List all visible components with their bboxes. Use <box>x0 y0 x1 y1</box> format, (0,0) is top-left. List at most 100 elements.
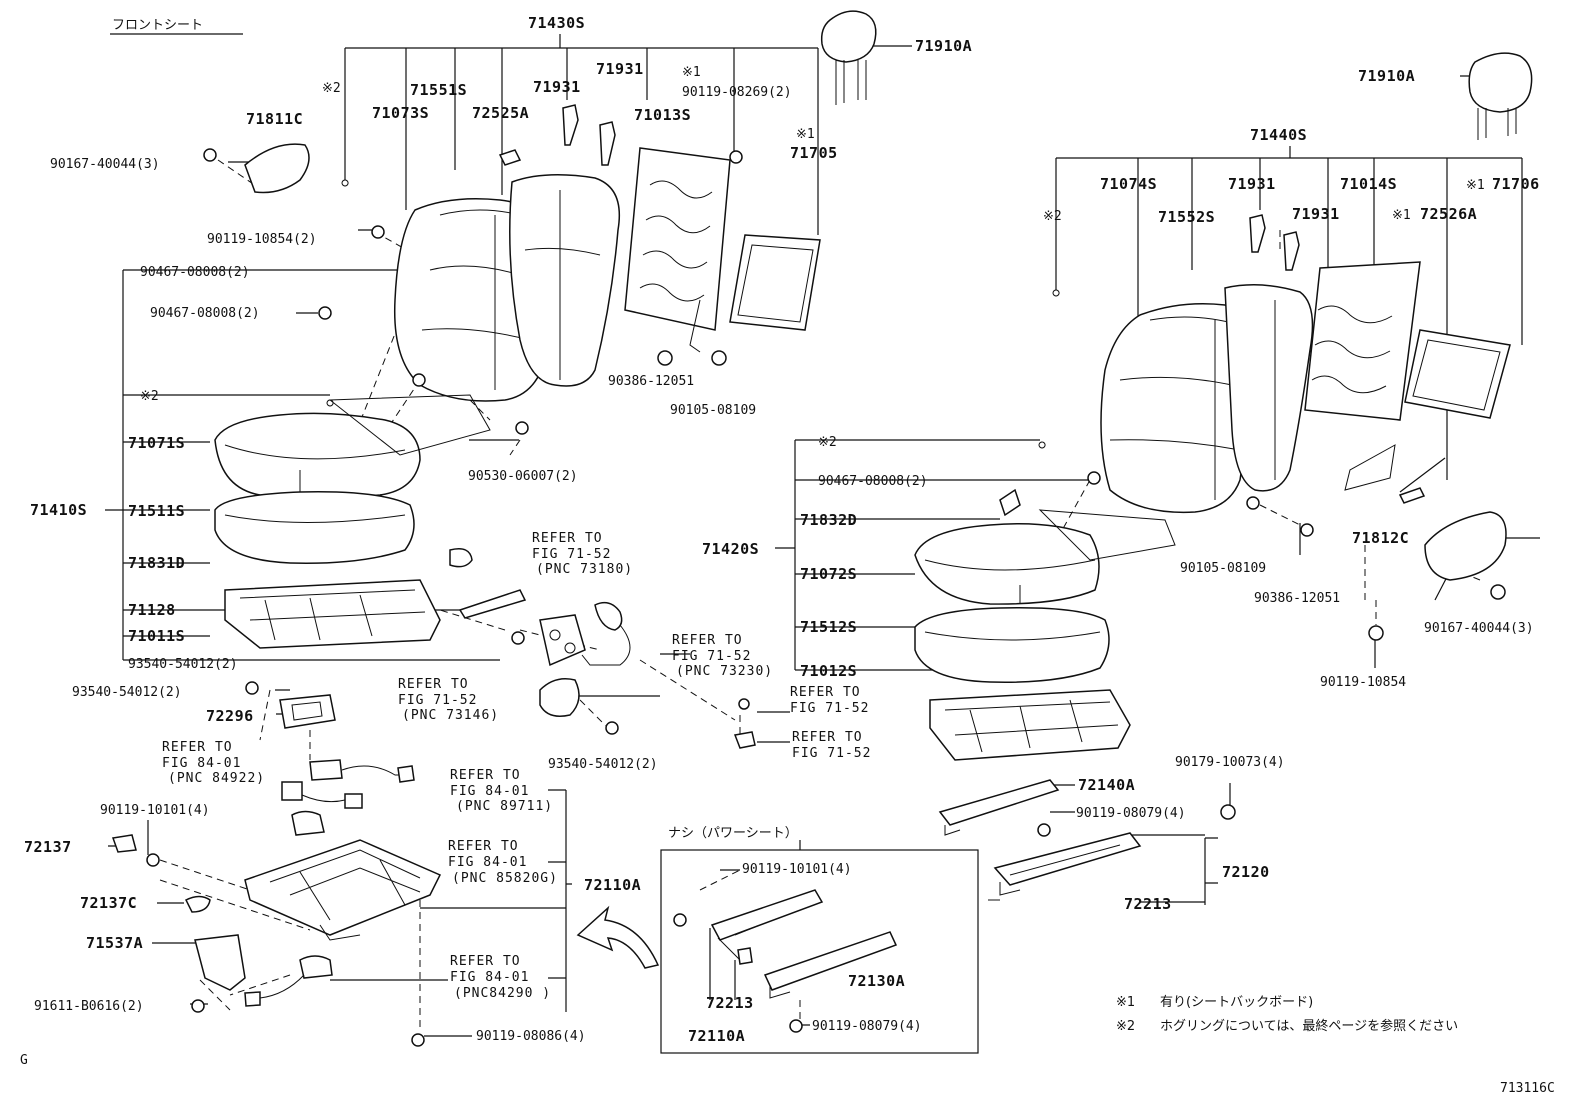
inset-tracks <box>710 889 898 999</box>
label-90179-10073: 90179-10073(4) <box>1175 755 1285 770</box>
seatback-frame-left <box>624 147 731 353</box>
svg-text:REFER TO: REFER TO <box>792 730 863 745</box>
label-90119-08079: 90119-08079(4) <box>1076 806 1186 821</box>
side-shield-left <box>244 143 310 194</box>
label-72140A: 72140A <box>1078 776 1135 794</box>
label-71073S: 71073S <box>372 104 429 122</box>
label-71811C: 71811C <box>246 110 303 128</box>
note-mark: ※2 <box>140 389 159 404</box>
label-90167-40044: 90167-40044(3) <box>1424 621 1534 636</box>
label-93540-54012: 93540-54012(2) <box>128 657 238 672</box>
svg-text:REFER TO: REFER TO <box>448 839 519 854</box>
recliner-mechanism <box>539 601 756 749</box>
label-93540-54012: 93540-54012(2) <box>548 757 658 772</box>
label-90467-08008: 90467-08008(2) <box>818 474 928 489</box>
headrest-left <box>820 10 877 105</box>
svg-text:REFER TO: REFER TO <box>532 531 603 546</box>
note-mark: ※1 <box>1466 178 1485 193</box>
label-71551S: 71551S <box>410 81 467 99</box>
note-mark: ※1 <box>796 127 815 142</box>
label-90119-10854: 90119-10854(2) <box>207 232 317 247</box>
seatback-right <box>1100 284 1314 514</box>
label-90119-08079: 90119-08079(4) <box>812 1019 922 1034</box>
label-72525A: 72525A <box>472 104 529 122</box>
svg-text:FIG 84-01: FIG 84-01 <box>448 855 527 870</box>
seatback-board-left <box>729 234 821 331</box>
label-71706: 71706 <box>1492 175 1540 193</box>
label-93540-54012: 93540-54012(2) <box>72 685 182 700</box>
svg-text:(PNC 73146): (PNC 73146) <box>402 708 499 723</box>
label-90105-08109: 90105-08109 <box>1180 561 1266 576</box>
svg-text:REFER TO: REFER TO <box>162 740 233 755</box>
svg-text:FIG 71-52: FIG 71-52 <box>532 547 611 562</box>
label-71812C: 71812C <box>1352 529 1409 547</box>
label-72130A: 72130A <box>848 972 905 990</box>
label-71410S: 71410S <box>30 501 87 519</box>
label-90119-10101: 90119-10101(4) <box>742 862 852 877</box>
label-90105-08109: 90105-08109 <box>670 403 756 418</box>
svg-text:※2: ※2 <box>1116 1019 1135 1034</box>
label-72110A: 72110A <box>688 1027 745 1045</box>
label-71931: 71931 <box>1292 205 1340 223</box>
label-71832D: 71832D <box>800 511 857 529</box>
note-mark: ※1 <box>1392 208 1411 223</box>
label-71910A-left: 71910A <box>915 37 972 55</box>
label-91611-B0616: 91611-B0616(2) <box>34 999 144 1014</box>
svg-text:REFER TO: REFER TO <box>450 954 521 969</box>
svg-text:(PNC 85820G): (PNC 85820G) <box>452 871 558 886</box>
label-72213: 72213 <box>1124 895 1172 913</box>
label-71420S: 71420S <box>702 540 759 558</box>
svg-text:FIG 71-52: FIG 71-52 <box>790 701 869 716</box>
label-71128: 71128 <box>128 601 176 619</box>
svg-text:(PNC 73230): (PNC 73230) <box>676 664 773 679</box>
legend: ※1 有り(シートバックボード) ※2 ホグリングについては、最終ページを参照く… <box>1116 995 1458 1034</box>
box-title: ナシ（パワーシート） <box>668 826 798 841</box>
part-shapes <box>111 10 1533 1054</box>
diagram-title: フロントシート <box>112 18 203 33</box>
label-71931: 71931 <box>596 60 644 78</box>
label-71013S: 71013S <box>634 106 691 124</box>
ref-6: REFER TO FIG 84-01 (PNC 84922) <box>162 740 264 786</box>
label-72213: 72213 <box>706 994 754 1012</box>
svg-text:REFER TO: REFER TO <box>398 677 469 692</box>
label-72120: 72120 <box>1222 863 1270 881</box>
label-90467-08008: 90467-08008(2) <box>140 265 250 280</box>
label-71931: 71931 <box>1228 175 1276 193</box>
svg-text:FIG 71-52: FIG 71-52 <box>398 693 477 708</box>
label-71705: 71705 <box>790 144 838 162</box>
svg-text:REFER TO: REFER TO <box>450 768 521 783</box>
svg-text:(PNC 89711): (PNC 89711) <box>456 799 553 814</box>
svg-text:※1: ※1 <box>1116 995 1135 1010</box>
label-72137C: 72137C <box>80 894 137 912</box>
label-90467-08008: 90467-08008(2) <box>150 306 260 321</box>
label-71072S: 71072S <box>800 565 857 583</box>
svg-text:FIG 84-01: FIG 84-01 <box>162 756 241 771</box>
headrest-right <box>1468 52 1533 140</box>
note-mark: ※2 <box>818 435 837 450</box>
fasteners <box>146 148 1506 1047</box>
label-71012S: 71012S <box>800 662 857 680</box>
note-mark: ※2 <box>1043 209 1062 224</box>
ref-1: REFER TO FIG 71-52 (PNC 73180) <box>532 531 632 577</box>
label-71512S: 71512S <box>800 618 857 636</box>
label-72526A: 72526A <box>1420 205 1477 223</box>
ref-2: REFER TO FIG 71-52 (PNC 73230) <box>672 633 773 679</box>
ref-5: REFER TO FIG 71-52 <box>792 730 870 761</box>
svg-text:有り(シートバックボード): 有り(シートバックボード) <box>1160 995 1313 1010</box>
ref-9: REFER TO FIG 84-01 (PNC84290 ) <box>450 954 550 1001</box>
ref-7: REFER TO FIG 84-01 (PNC 89711) <box>450 768 553 814</box>
label-71440S: 71440S <box>1250 126 1307 144</box>
note-mark: ※1 <box>682 65 701 80</box>
label-71011S: 71011S <box>128 627 185 645</box>
svg-text:FIG 84-01: FIG 84-01 <box>450 970 529 985</box>
label-90119-08269: 90119-08269(2) <box>682 85 792 100</box>
svg-text:REFER TO: REFER TO <box>790 685 861 700</box>
label-72296: 72296 <box>206 707 254 725</box>
label-90167-40044: 90167-40044(3) <box>50 157 160 172</box>
label-90386-12051: 90386-12051 <box>1254 591 1340 606</box>
drawing-number: 713116C <box>1500 1081 1555 1096</box>
svg-text:FIG 71-52: FIG 71-52 <box>672 649 751 664</box>
label-90386-12051: 90386-12051 <box>608 374 694 389</box>
label-71910A-right: 71910A <box>1358 67 1415 85</box>
label-90119-10854: 90119-10854 <box>1320 675 1406 690</box>
